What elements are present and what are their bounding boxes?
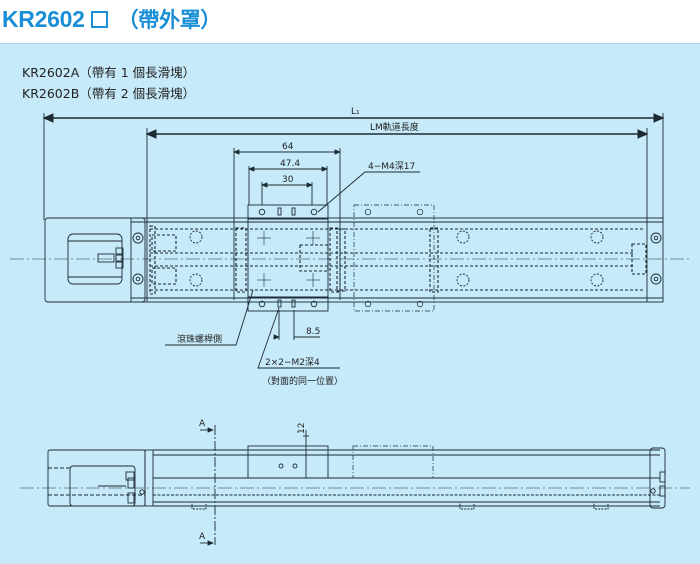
slider-block-1: [247, 204, 329, 312]
page-title: KR2602 （帶外罩）: [2, 4, 221, 34]
leader-side-holes: [257, 307, 340, 369]
leader-hole-spec: [317, 171, 420, 213]
label-section-a-bottom: A: [199, 532, 206, 542]
leader-ballscrew-side: [165, 289, 254, 346]
label-rail-length: LM軌道長度: [370, 121, 419, 133]
label-side-hole-spec: 2×2−M2深4: [265, 357, 320, 368]
label-side-hole-note: （對面的同一位置）: [262, 375, 343, 387]
label-width-30: 30: [282, 175, 294, 185]
label-pitch-8-5: 8.5: [306, 327, 320, 337]
variant-list: KR2602A（帶有 1 個長滑塊） KR2602B（帶有 2 個長滑塊）: [22, 62, 195, 104]
label-width-64: 64: [282, 142, 294, 152]
variant-a: KR2602A（帶有 1 個長滑塊）: [22, 65, 196, 80]
model-name: KR2602: [2, 5, 85, 32]
label-width-47-4: 47.4: [280, 159, 300, 169]
top-view: [10, 204, 690, 312]
dim-overall-length: [42, 113, 665, 220]
label-height-12: 12: [297, 423, 307, 434]
variant-placeholder-box: [90, 10, 108, 28]
dim-width-47-4: [248, 166, 328, 205]
side-view: [20, 425, 690, 546]
label-section-a-top: A: [199, 419, 206, 429]
variant-b: KR2602B（帶有 2 個長滑塊）: [22, 86, 196, 101]
dim-width-64: [233, 148, 341, 300]
label-ballscrew-side: 滾珠螺桿側: [177, 333, 222, 345]
dim-width-30: [261, 182, 313, 205]
dim-rail-length: [145, 128, 649, 220]
label-overall-length: L₁: [351, 107, 360, 117]
label-hole-spec: 4−M4深17: [368, 161, 415, 172]
slider-block-2: [353, 204, 435, 312]
page-subtitle: （帶外罩）: [117, 8, 222, 32]
dim-pitch-8-5: [273, 310, 320, 340]
